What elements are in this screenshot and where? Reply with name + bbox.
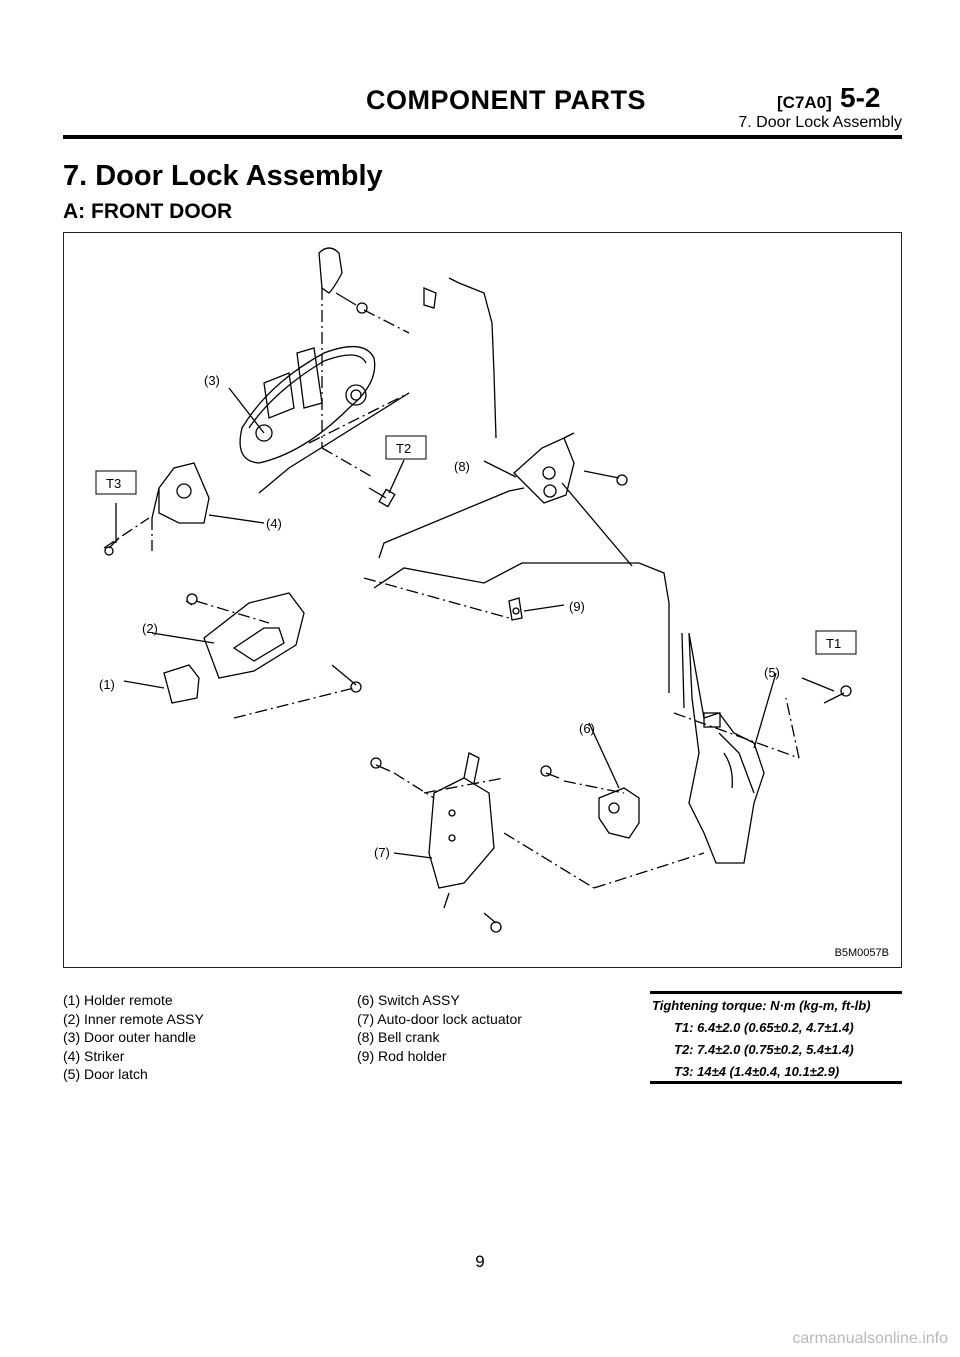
- torque-value-t1: T1: 6.4±2.0 (0.65±0.2, 4.7±1.4): [674, 1020, 854, 1035]
- header-subtitle: 7. Door Lock Assembly: [738, 114, 902, 131]
- door-latch-part: [673, 632, 852, 864]
- legend-item: (6) Switch ASSY: [357, 992, 460, 1008]
- legend-item: (1) Holder remote: [63, 992, 173, 1008]
- torque-tag-t1: T1: [815, 630, 857, 655]
- section-title: 7. Door Lock Assembly: [63, 160, 383, 192]
- torque-title: Tightening torque: N·m (kg-m, ft-lb): [652, 998, 871, 1013]
- legend-item: (5) Door latch: [63, 1066, 148, 1082]
- callout-7: (7): [374, 845, 390, 860]
- inner-remote-part: [151, 592, 362, 719]
- screw-top: [335, 292, 410, 334]
- subsection-title: A: FRONT DOOR: [63, 200, 233, 223]
- legend-mid: (6) Switch ASSY (7) Auto-door lock actua…: [357, 991, 522, 1065]
- long-rod: [373, 562, 670, 693]
- legend-item: (8) Bell crank: [357, 1029, 440, 1045]
- callout-6: (6): [579, 721, 595, 736]
- callout-4: (4): [266, 516, 282, 531]
- svg-text:T2: T2: [396, 441, 411, 456]
- callout-9: (9): [569, 599, 585, 614]
- torque-value-t3: T3: 14±4 (1.4±0.4, 10.1±2.9): [674, 1064, 840, 1079]
- holder-remote-part: [123, 664, 200, 704]
- legend-item: (9) Rod holder: [357, 1047, 447, 1064]
- actuator-part: [370, 752, 705, 933]
- callout-5: (5): [764, 665, 780, 680]
- svg-text:T3: T3: [106, 476, 121, 491]
- legend-item: (4) Striker: [63, 1047, 125, 1064]
- page-number: 9: [475, 1252, 485, 1271]
- legend-item: (3) Door outer handle: [63, 1029, 197, 1045]
- torque-tag-t3: T3: [95, 470, 137, 495]
- rod-clip: [423, 287, 437, 309]
- exploded-diagram: T3 T2 T1 (3) (4) (8) (9) (2) (1) (5) (6)…: [63, 232, 902, 968]
- header-title: COMPONENT PARTS: [366, 85, 647, 115]
- callout-3: (3): [204, 373, 220, 388]
- header-code: [C7A0]: [777, 93, 832, 112]
- torque-value-t2: T2: 7.4±2.0 (0.75±0.2, 5.4±1.4): [674, 1042, 854, 1057]
- striker-part: [103, 462, 265, 556]
- screw-t2: [368, 487, 396, 508]
- diagram-drawing: T3 T2 T1 (3) (4) (8) (9) (2) (1) (5) (6)…: [95, 247, 857, 933]
- legend-item: (7) Auto-door lock actuator: [357, 1010, 522, 1027]
- header-rule: [63, 135, 902, 139]
- callout-1: (1): [99, 677, 115, 692]
- header-section-number: 5-2: [840, 82, 881, 113]
- upper-rod: [448, 277, 497, 439]
- torque-spec-box: Tightening torque: N·m (kg-m, ft-lb) T1:…: [650, 991, 902, 1084]
- bell-crank-part: [378, 432, 633, 567]
- legend-left: (1) Holder remote (2) Inner remote ASSY …: [63, 991, 204, 1084]
- legend-item: (2) Inner remote ASSY: [63, 1010, 204, 1027]
- torque-tag-t2: T2: [385, 435, 427, 460]
- callout-8: (8): [454, 459, 470, 474]
- watermark[interactable]: carmanualsonline.info: [792, 1330, 948, 1347]
- switch-assy-part: [540, 722, 640, 839]
- callout-2: (2): [142, 621, 158, 636]
- figure-code: B5M0057B: [834, 947, 889, 959]
- door-outer-handle-part: [239, 247, 410, 494]
- rod-holder-part: [508, 597, 565, 621]
- svg-text:T1: T1: [826, 636, 841, 651]
